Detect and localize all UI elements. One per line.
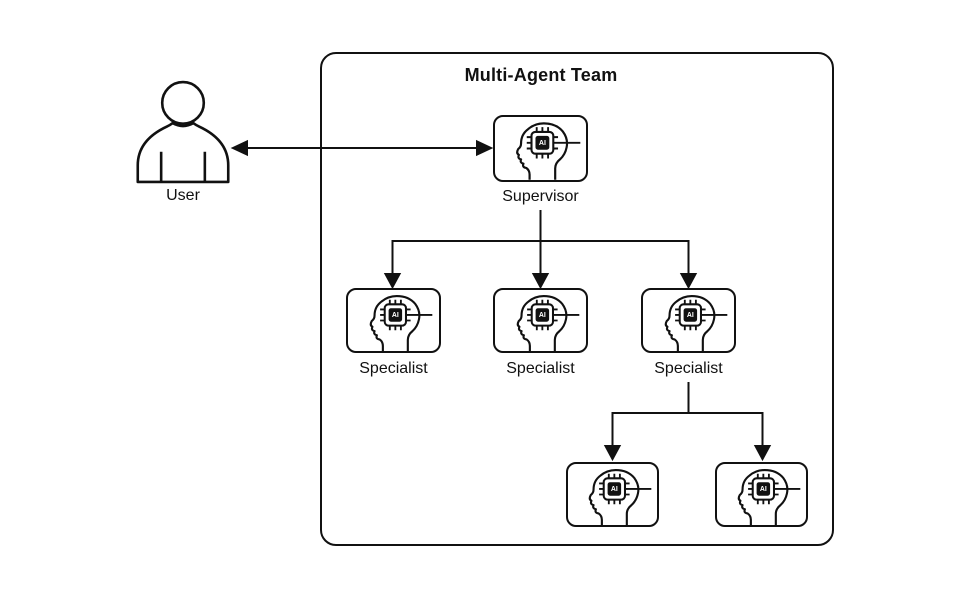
ai-head-icon — [643, 290, 734, 351]
ai-head-icon — [495, 117, 586, 180]
ai-head-icon — [717, 464, 806, 525]
specialist-label: Specialist — [359, 360, 428, 377]
user-icon — [136, 80, 230, 184]
specialist-node — [346, 288, 441, 353]
user-head-icon — [160, 80, 206, 125]
specialist-label: Specialist — [506, 360, 575, 377]
supervisor-label: Supervisor — [502, 188, 579, 205]
ai-head-icon — [348, 290, 439, 351]
sub-agent-node — [715, 462, 808, 527]
team-container — [320, 52, 834, 546]
specialist-node — [641, 288, 736, 353]
supervisor-node — [493, 115, 588, 182]
specialist-label: Specialist — [654, 360, 723, 377]
ai-head-icon — [568, 464, 657, 525]
sub-agent-node — [566, 462, 659, 527]
specialist-node — [493, 288, 588, 353]
user-body-icon — [136, 121, 230, 184]
team-title: Multi-Agent Team — [464, 65, 618, 85]
arrowhead-left-icon — [230, 139, 248, 157]
ai-head-icon — [495, 290, 586, 351]
user-label: User — [166, 187, 200, 204]
